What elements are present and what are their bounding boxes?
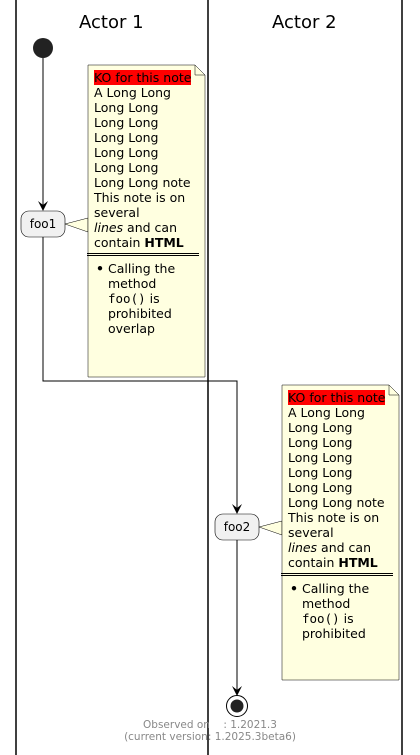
arrowhead-end — [232, 686, 242, 696]
footer: Observed on : 1.2021.3 (current version:… — [0, 719, 420, 743]
activity-foo2-label: foo2 — [224, 520, 251, 534]
arrowhead-foo2 — [232, 504, 242, 514]
note-2-code: foo() — [302, 611, 340, 626]
note1-connector — [64, 217, 89, 233]
note-1-line-b: and can contain — [94, 220, 177, 250]
note-1-bullet-a: Calling the method — [108, 261, 176, 291]
arrowhead-foo1 — [38, 201, 48, 211]
note-1: KO for this note A Long Long Long Long L… — [87, 70, 199, 336]
note-2-highlight: KO for this note — [288, 390, 386, 405]
footer-observed: Observed on : 1.2021.3 — [143, 719, 277, 731]
swimlane-title-actor-2: Actor 2 — [272, 12, 337, 33]
note1-corner — [194, 65, 205, 76]
note-2-line-b: and can contain — [288, 540, 371, 570]
note-2-bullet-a: Calling the method — [302, 581, 370, 611]
swimlane-title-actor-1: Actor 1 — [79, 12, 144, 33]
note-1-highlight: KO for this note — [94, 70, 192, 85]
note-1-extra: overlap — [108, 321, 155, 336]
note-2-bullets: Calling the method foo() is prohibited — [288, 581, 386, 641]
note-2-bullet: Calling the method foo() is prohibited — [290, 581, 386, 641]
edge-foo1-to-foo2 — [42, 237, 238, 513]
note-2-bullet-b: is prohibited — [302, 611, 366, 641]
note-1-bullets: Calling the method foo() is prohibited — [94, 261, 192, 321]
note-1-line-html: lines and can contain HTML — [94, 220, 192, 250]
note-1-bullet: Calling the method foo() is prohibited — [96, 261, 192, 321]
activity-foo1-label: foo1 — [30, 217, 57, 231]
note-2-line-a: This note is on several — [288, 510, 380, 540]
end-node-inner — [230, 699, 244, 713]
note-2-line-html: lines and can contain HTML — [288, 540, 386, 570]
note-1-long-text: A Long Long Long Long Long Long Long Lon… — [94, 85, 191, 190]
note-1-italic: lines — [94, 220, 124, 235]
note-1-bold: HTML — [144, 235, 184, 250]
note2-corner — [388, 385, 399, 396]
note-2-bold: HTML — [338, 555, 378, 570]
note-1-line-a: This note is on several — [94, 190, 186, 220]
note-1-bullet-b: is prohibited — [108, 291, 172, 321]
note-2-long-text: A Long Long Long Long Long Long Long Lon… — [288, 405, 385, 510]
note-1-separator — [87, 253, 199, 256]
note2-connector — [258, 520, 283, 536]
note-2: KO for this note A Long Long Long Long L… — [281, 390, 393, 641]
note-1-code: foo() — [108, 291, 146, 306]
note-2-italic: lines — [288, 540, 318, 555]
start-node — [33, 38, 53, 58]
note-2-separator — [281, 573, 393, 576]
footer-version: (current version: 1.2025.3beta6) — [124, 731, 296, 743]
